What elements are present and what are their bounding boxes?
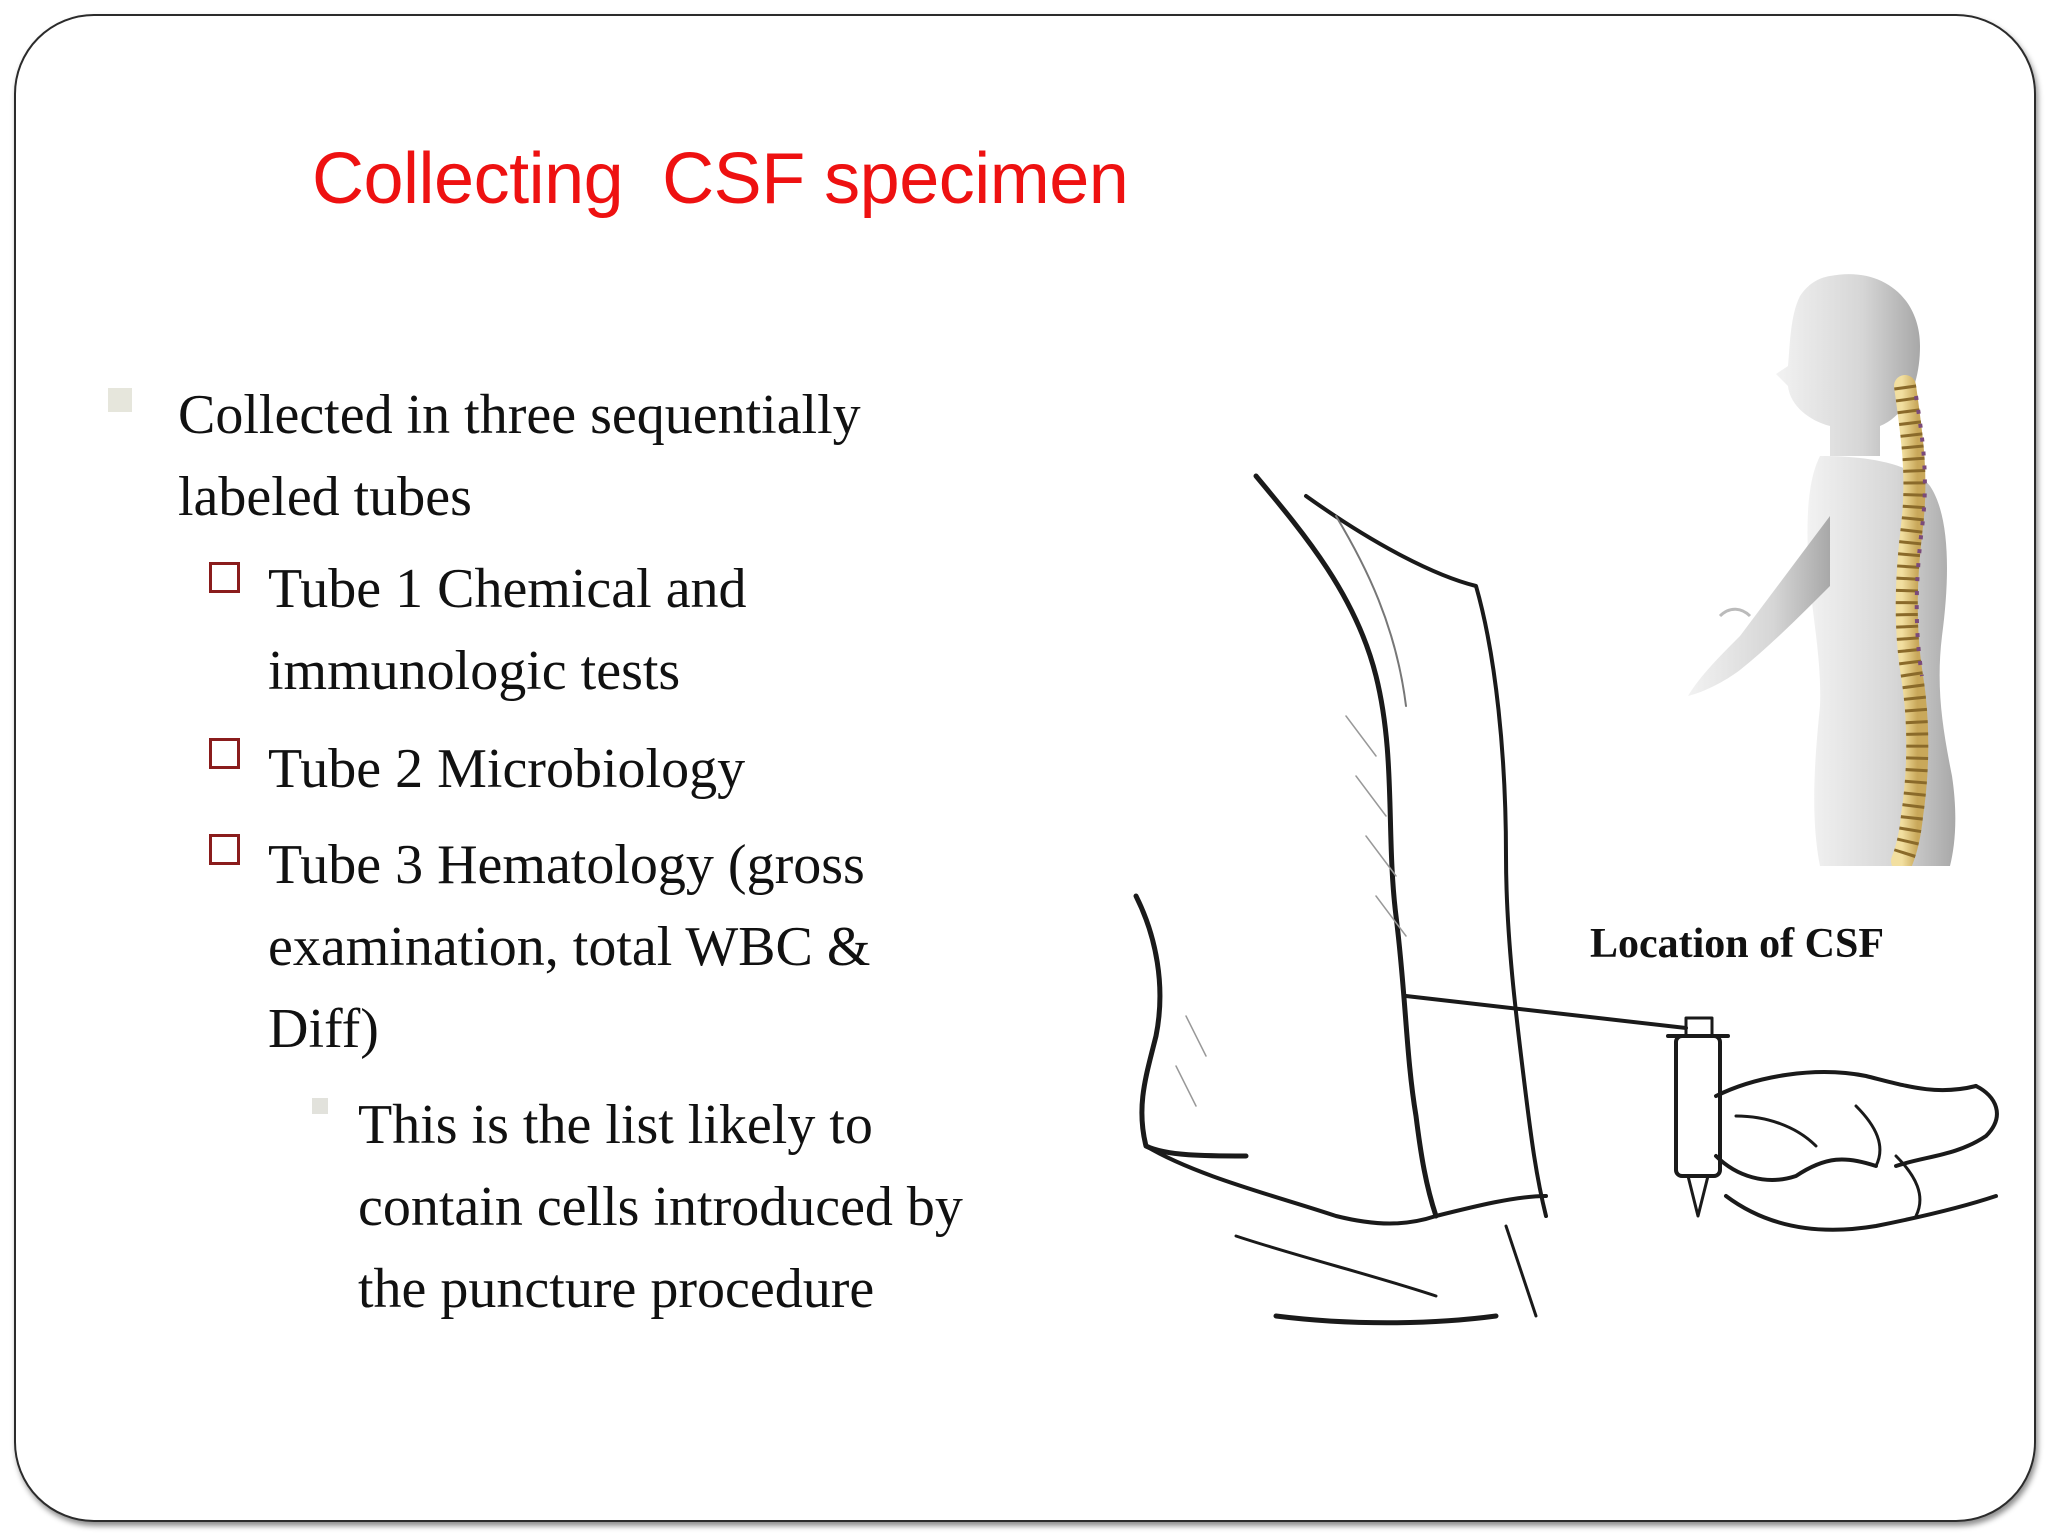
- sub-bullet-square-icon: [312, 1098, 328, 1114]
- bullet-square-icon: [108, 388, 132, 412]
- bullet-tube-2: Tube 2 Microbiology: [268, 738, 746, 800]
- lumbar-puncture-illustration: [1133, 473, 1999, 1326]
- checkbox-square-icon: [209, 738, 240, 769]
- checkbox-square-icon: [209, 834, 240, 865]
- bullet-tube-1: Tube 1 Chemical and immunologic tests: [268, 558, 747, 702]
- slide-title: Collecting CSF specimen: [312, 139, 1129, 219]
- checkbox-square-icon: [209, 562, 240, 593]
- bullet-tube-3: Tube 3 Hematology (gross examination, to…: [268, 834, 871, 1060]
- slide-frame: Collecting CSF specimen Collected in thr…: [14, 14, 2036, 1522]
- bullet-note: This is the list likely to contain cells…: [358, 1094, 963, 1320]
- bullet-main: Collected in three sequentially labeled …: [178, 384, 861, 528]
- bullet-list: Collected in three sequentially labeled …: [16, 16, 976, 1516]
- figure-caption: Location of CSF: [1590, 921, 1884, 967]
- spine-anatomy-figure: [1688, 274, 1956, 866]
